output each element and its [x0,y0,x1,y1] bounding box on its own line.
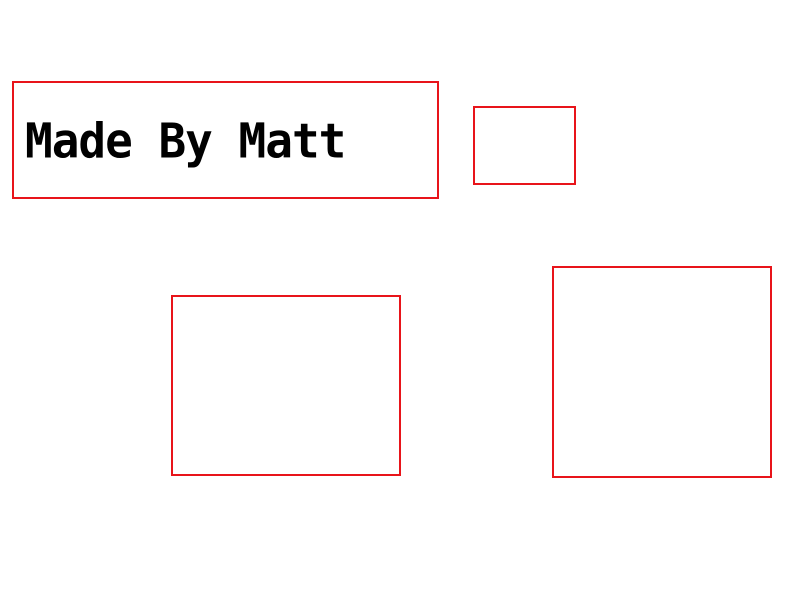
title-box: Made By Matt [12,81,439,199]
small-box[interactable] [473,106,576,185]
title-text: Made By Matt [25,112,346,169]
right-box[interactable] [552,266,772,478]
middle-box[interactable] [171,295,401,476]
